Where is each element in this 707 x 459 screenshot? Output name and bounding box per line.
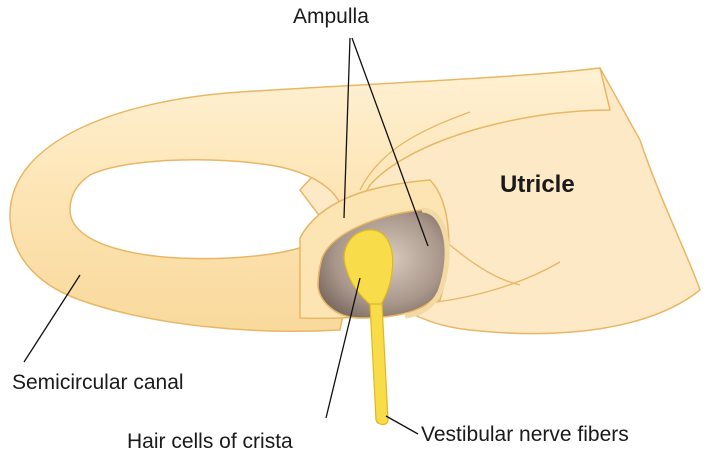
vestibular-nerve-leader-line: [385, 415, 419, 435]
hair-cells-leader-line: [325, 277, 361, 419]
ampulla-leader-line-2: [351, 37, 429, 247]
ampulla-leader-line-1: [343, 37, 351, 219]
vestibular-nerve-shape: [369, 303, 389, 426]
hair-cells-label: Hair cells of crista: [127, 430, 293, 453]
semicircular-canal-label: Semicircular canal: [12, 371, 184, 394]
crista-shape: [343, 229, 394, 307]
ampulla-label: Ampulla: [293, 5, 369, 28]
utricle-label: Utricle: [500, 171, 575, 198]
utricle-fold-line: [359, 111, 471, 191]
ampulla-rim: [404, 207, 450, 319]
semicircular-canal-leader-line: [23, 274, 81, 363]
vestibular-nerve-label: Vestibular nerve fibers: [421, 423, 629, 446]
